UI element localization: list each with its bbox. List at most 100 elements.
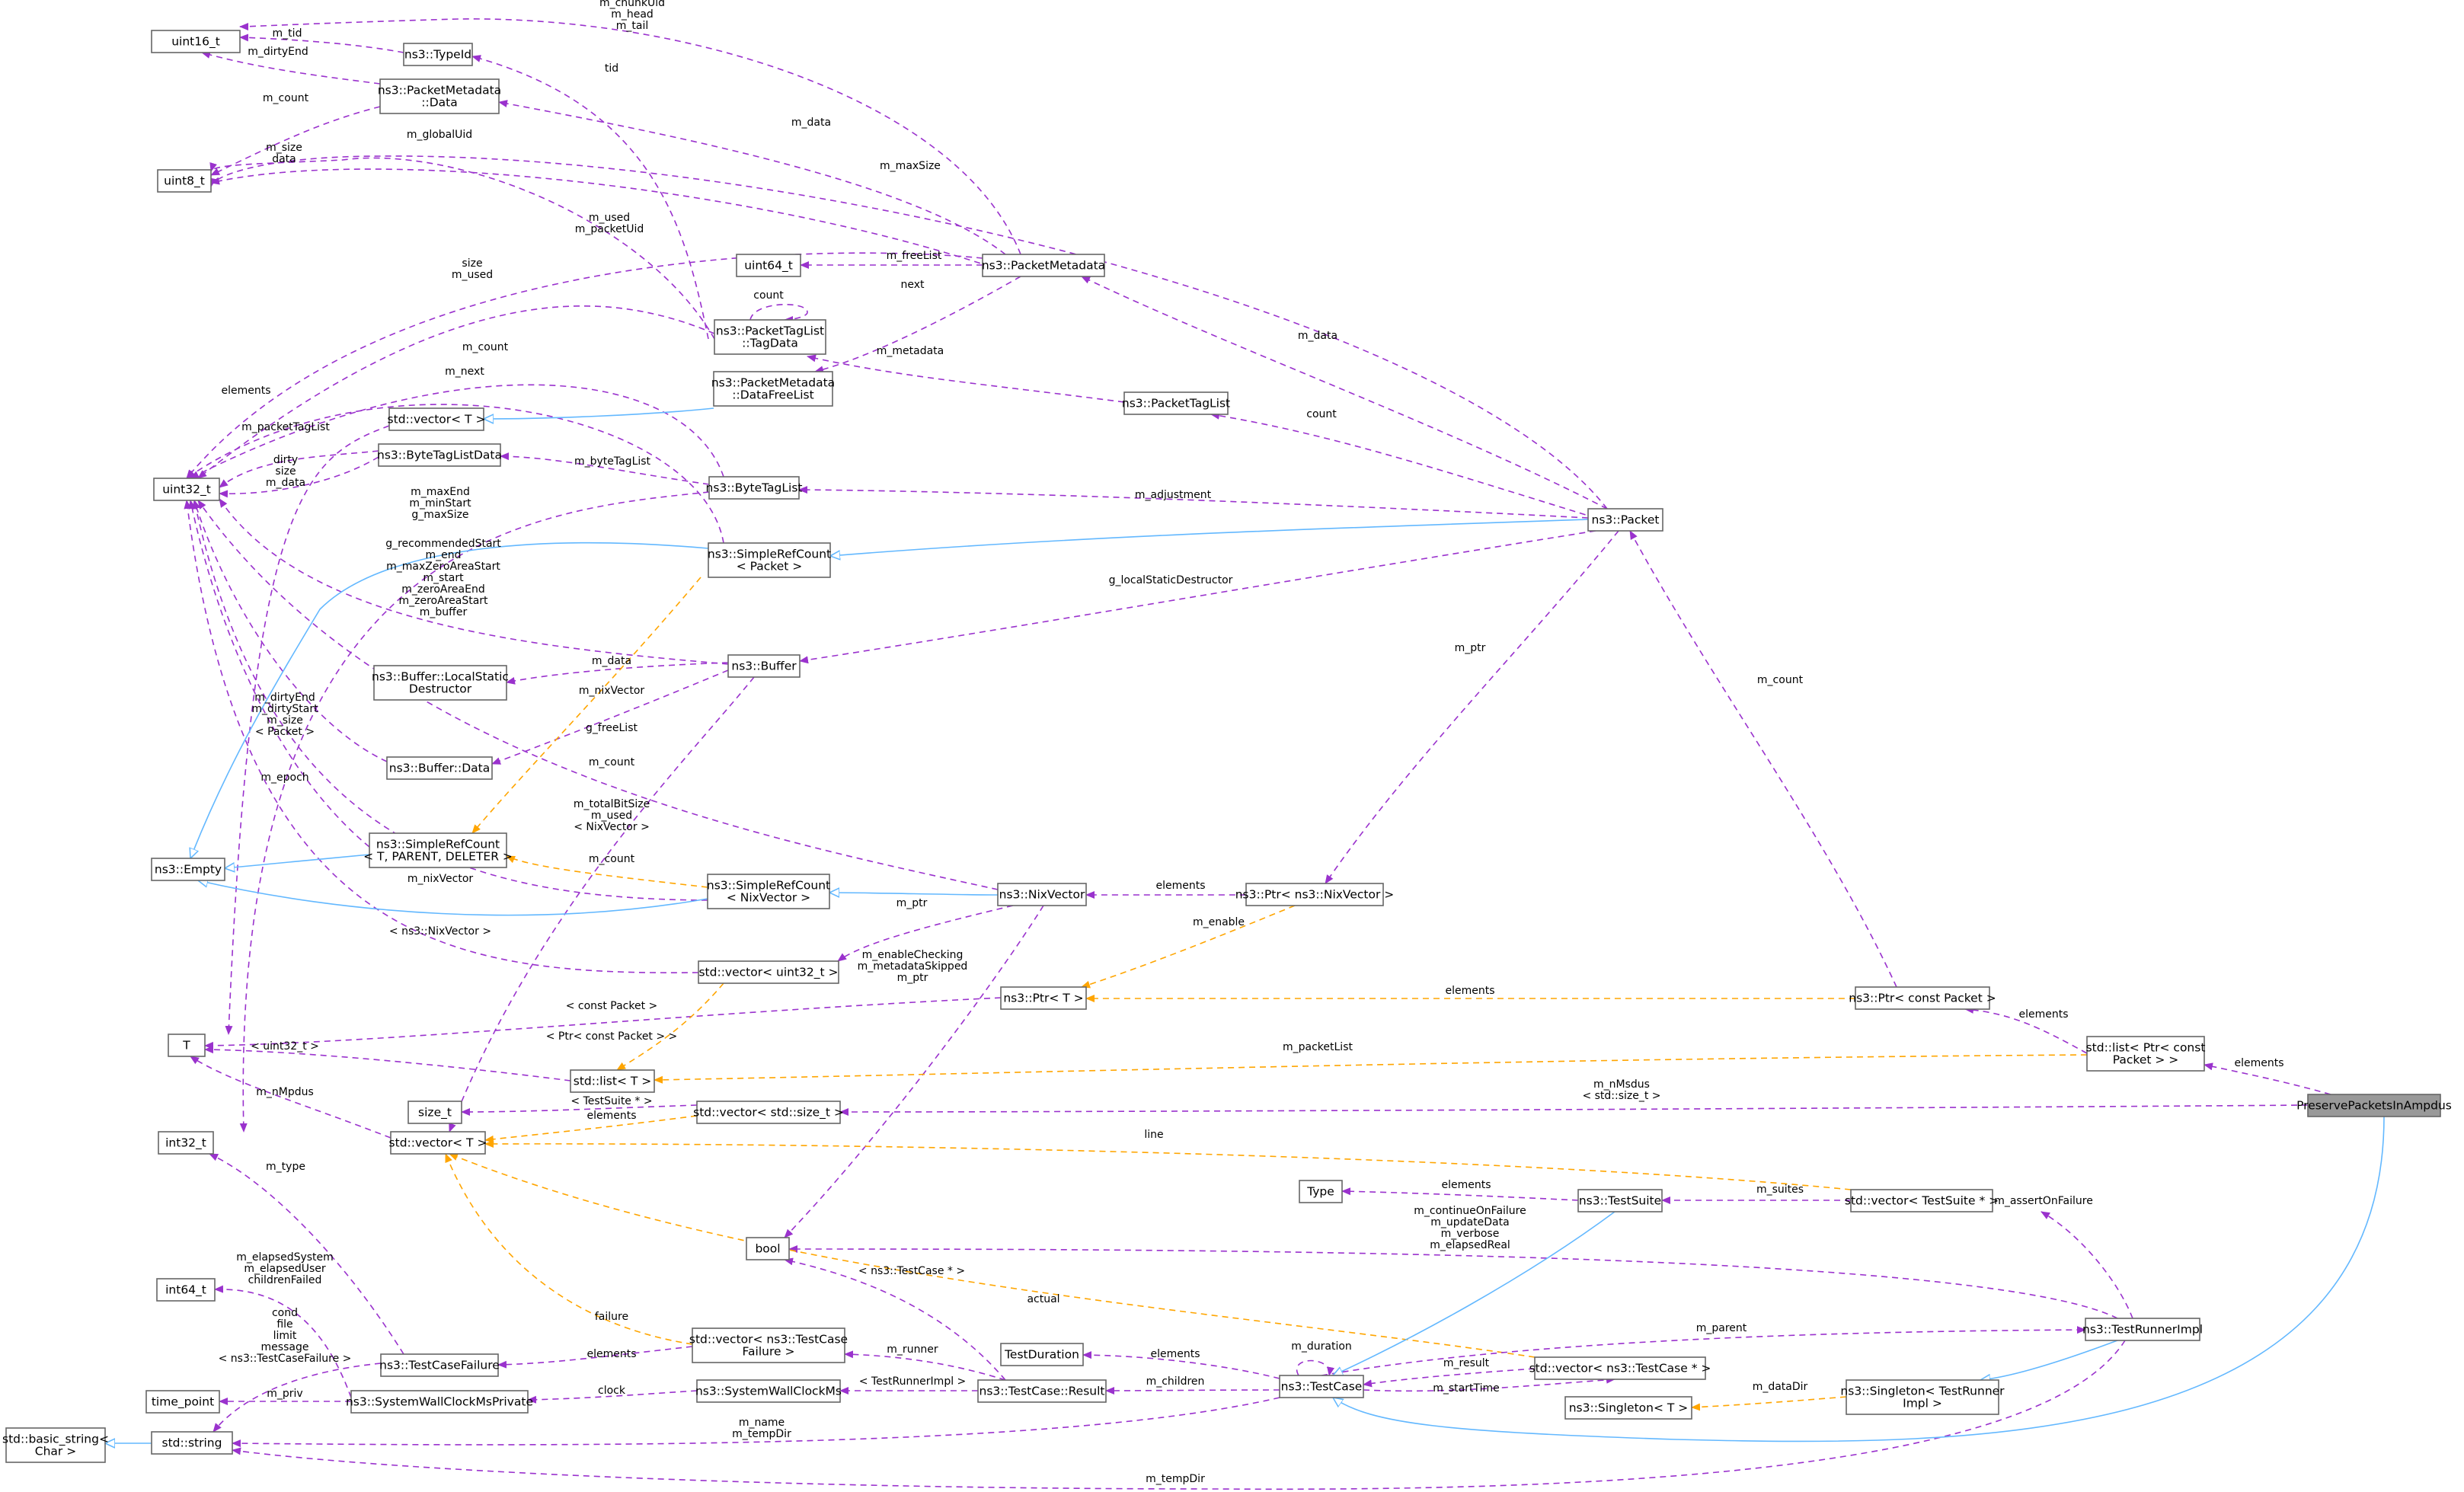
node-uint64[interactable]: uint64_t [736, 254, 801, 277]
usage-edge-20 [1210, 411, 1596, 519]
node-pmdata[interactable]: ns3::PacketMetadata::Data [378, 78, 501, 114]
node-int64[interactable]: int64_t [156, 1278, 216, 1302]
edge-label: m_data [1298, 330, 1337, 342]
node-vecsize[interactable]: std::vector< std::size_t > [693, 1101, 844, 1124]
node-pmeta[interactable]: ns3::PacketMetadata [982, 254, 1105, 277]
node-dfl[interactable]: ns3::PacketMetadata::DataFreeList [711, 371, 835, 407]
node-vecT1[interactable]: std::vector< T > [388, 407, 486, 431]
node-label: ns3::SimpleRefCount< Packet > [708, 548, 831, 573]
node-tcase[interactable]: ns3::TestCase [1279, 1375, 1364, 1398]
edge-label: elements [586, 1348, 636, 1360]
node-listT[interactable]: std::list< T > [570, 1069, 655, 1093]
node-label: std::vector< uint32_t > [698, 966, 838, 980]
node-srcpkt[interactable]: ns3::SimpleRefCount< Packet > [708, 542, 831, 578]
node-uint32[interactable]: uint32_t [153, 478, 220, 501]
node-ptrT[interactable]: ns3::Ptr< T > [1000, 986, 1087, 1010]
usage-edge-30 [1629, 530, 1897, 988]
inheritance-edge-83 [225, 854, 370, 868]
node-typeid[interactable]: ns3::TypeId [403, 43, 473, 66]
node-T[interactable]: T [168, 1034, 206, 1057]
node-label: std::list< T > [574, 1075, 652, 1088]
usage-edge-29 [1325, 530, 1619, 884]
node-label: uint8_t [164, 174, 205, 189]
node-swcp[interactable]: ns3::SystemWallClockMsPrivate [346, 1390, 533, 1414]
node-bool[interactable]: bool [746, 1237, 790, 1260]
usage-edge-27 [506, 662, 729, 685]
node-tsuite[interactable]: ns3::TestSuite [1577, 1189, 1663, 1212]
node-vectc[interactable]: std::vector< ns3::TestCase * > [1529, 1356, 1711, 1380]
node-sizet[interactable]: size_t [407, 1101, 462, 1124]
node-tdur[interactable]: TestDuration [1000, 1343, 1084, 1366]
node-uint8[interactable]: uint8_t [157, 169, 212, 193]
node-type[interactable]: Type [1299, 1180, 1343, 1203]
node-srcnix[interactable]: ns3::SimpleRefCount< NixVector > [707, 874, 830, 909]
node-vecT2[interactable]: std::vector< T > [389, 1131, 487, 1155]
node-ptrcp[interactable]: ns3::Ptr< const Packet > [1849, 986, 1996, 1010]
node-label: ns3::PacketTagList::TagData [716, 324, 824, 350]
edge-label: m_metadata [877, 345, 944, 357]
node-swc[interactable]: ns3::SystemWallClockMs [695, 1379, 842, 1403]
node-runner[interactable]: ns3::TestRunnerImpl [2082, 1318, 2203, 1341]
edge-label: m_ptr [896, 897, 928, 909]
inheritance-edge-86 [1333, 1116, 2385, 1442]
node-empty[interactable]: ns3::Empty [151, 858, 225, 881]
usage-edge-18 [219, 450, 379, 488]
template-edge-64 [445, 1153, 693, 1345]
node-main[interactable]: PreservePacketsInAmpdus [2296, 1094, 2452, 1117]
node-bufdata[interactable]: ns3::Buffer::Data [386, 756, 493, 780]
edge-label: m_nMpdus [256, 1086, 314, 1098]
edge-label: actual [1027, 1293, 1059, 1305]
edge-label: m_assertOnFailure [1994, 1195, 2093, 1207]
usage-edge-72 [1363, 1375, 1616, 1392]
node-vecu32[interactable]: std::vector< uint32_t > [698, 960, 839, 984]
edge-label: tid [605, 62, 618, 75]
inheritance-edge-84 [484, 407, 714, 419]
node-label: uint32_t [162, 483, 211, 497]
node-label: ns3::Buffer [731, 660, 797, 673]
usage-edge-61 [784, 1257, 1006, 1381]
node-vecsuite[interactable]: std::vector< TestSuite * > [1845, 1189, 1999, 1212]
node-singT[interactable]: ns3::Singleton< T > [1564, 1396, 1692, 1420]
node-label: ns3::NixVector [999, 888, 1085, 902]
node-label: ns3::TestCaseFailure [379, 1359, 500, 1372]
node-ptrnix[interactable]: ns3::Ptr< ns3::NixVector > [1235, 883, 1395, 906]
node-int32[interactable]: int32_t [158, 1131, 214, 1155]
usage-edge-13 [197, 305, 715, 479]
node-uint16[interactable]: uint16_t [151, 30, 241, 53]
node-timepoint[interactable]: time_point [145, 1390, 220, 1414]
edge-label: m_parent [1696, 1322, 1747, 1334]
usage-edge-21 [219, 456, 379, 498]
edge-label: m_suites [1756, 1184, 1804, 1196]
node-bstr[interactable]: std::basic_string<Char > [2, 1427, 109, 1463]
edge-label: next [900, 279, 925, 291]
node-label: ns3::SimpleRefCount< T, PARENT, DELETER … [363, 838, 513, 864]
node-label: bool [755, 1242, 780, 1256]
edge-label: m_runner [887, 1343, 938, 1356]
node-ptaglist[interactable]: ns3::PacketTagList [1122, 391, 1230, 415]
usage-edge-58 [2041, 1211, 2133, 1319]
node-nix[interactable]: ns3::NixVector [997, 883, 1087, 906]
node-buffer[interactable]: ns3::Buffer [727, 654, 801, 678]
node-btl[interactable]: ns3::ByteTagList [706, 476, 803, 500]
node-string[interactable]: std::string [151, 1431, 233, 1455]
node-label: ns3::TestCase [1281, 1380, 1363, 1394]
edge-label: < uint32_t > [251, 1040, 319, 1053]
node-btld[interactable]: ns3::ByteTagListData [377, 443, 502, 467]
node-packet[interactable]: ns3::Packet [1587, 508, 1663, 532]
node-result[interactable]: ns3::TestCase::Result [977, 1379, 1107, 1403]
inheritance-edge-87 [1980, 1340, 2118, 1380]
node-label: std::vector< ns3::TestCase * > [1529, 1362, 1711, 1375]
node-srcT[interactable]: ns3::SimpleRefCount< T, PARENT, DELETER … [363, 832, 513, 868]
node-tagdata[interactable]: ns3::PacketTagList::TagData [714, 319, 826, 355]
node-tcf[interactable]: ns3::TestCaseFailure [379, 1353, 500, 1377]
usage-edge-53 [461, 1104, 698, 1116]
